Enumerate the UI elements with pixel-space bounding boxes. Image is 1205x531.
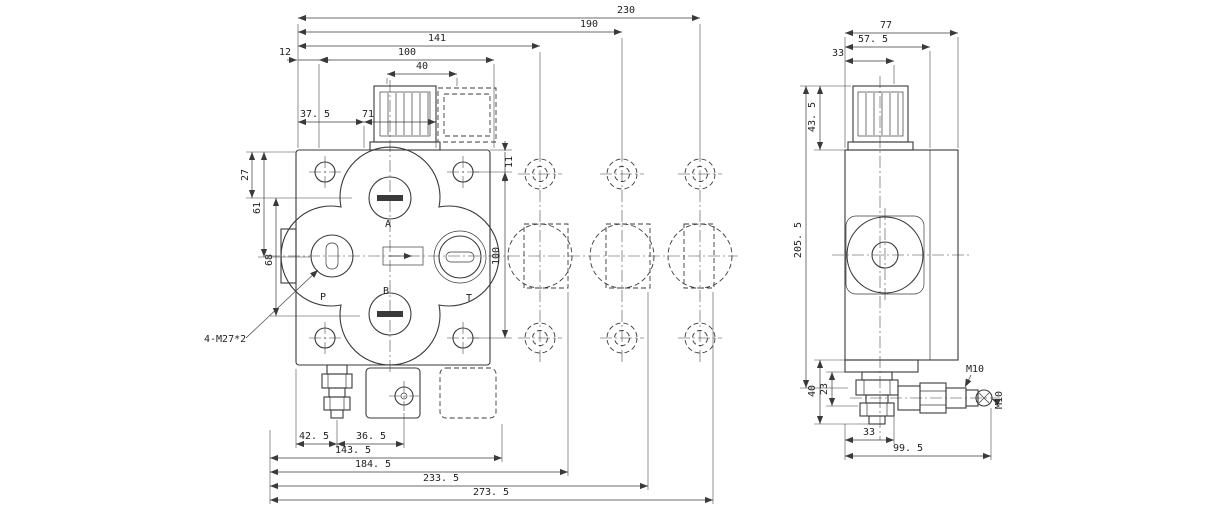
sdim-23: 23 xyxy=(819,371,858,407)
dim-label-61: 61 xyxy=(252,202,263,214)
dim-100-right: 100 xyxy=(473,172,512,339)
dim-label-57-5: 57. 5 xyxy=(858,34,888,45)
mounting-hole-bottom-left xyxy=(309,322,341,354)
dim-label-42-5: 42. 5 xyxy=(299,431,329,442)
port-b-label: B xyxy=(383,286,389,297)
note-leader-line xyxy=(245,269,319,339)
port-a: A xyxy=(368,176,412,230)
side-centerlines xyxy=(832,76,1000,440)
m10-callout-top: M10 xyxy=(964,364,984,388)
dim-label-40-side: 40 xyxy=(807,385,818,397)
phantom-section-3 xyxy=(667,150,733,362)
sdim-33-top: 33 xyxy=(832,48,895,84)
top-cap-alt-phantom xyxy=(437,87,497,143)
sdim-77: 77 xyxy=(844,20,959,148)
m10-top-label: M10 xyxy=(966,364,984,375)
dim-label-184-5: 184. 5 xyxy=(355,459,391,470)
dim-label-40: 40 xyxy=(416,61,428,72)
dim-label-205-5: 205. 5 xyxy=(793,222,804,258)
bottom-alt-block-phantom xyxy=(439,367,497,419)
phantom-section-2 xyxy=(589,150,655,362)
dim-label-71: 71 xyxy=(362,109,374,120)
dim-233-5: 233. 5 xyxy=(270,292,649,490)
port-p-label: P xyxy=(320,292,326,303)
dim-184-5: 184. 5 xyxy=(270,292,569,476)
m10-side-label: M10 xyxy=(994,391,1005,409)
dim-label-230: 230 xyxy=(617,5,635,16)
bottom-port-block xyxy=(365,367,421,419)
dim-label-273-5: 273. 5 xyxy=(473,487,509,498)
fitting-ball-end xyxy=(975,389,993,407)
side-port-boss xyxy=(845,215,925,295)
dim-273-5: 273. 5 xyxy=(270,292,714,504)
relief-valve-front xyxy=(321,364,353,419)
front-view: A P B T 4-M27*2 xyxy=(204,5,738,504)
dim-label-143-5: 143. 5 xyxy=(335,445,371,456)
outlet-fitting xyxy=(897,382,993,414)
dim-label-33-bottom: 33 xyxy=(863,427,875,438)
port-t-label: T xyxy=(466,293,472,304)
dim-40: 40 xyxy=(386,61,458,86)
dim-190: 190 xyxy=(298,19,623,150)
sdim-57-5: 57. 5 xyxy=(845,34,931,148)
dim-100-top: 100 xyxy=(319,47,495,148)
dim-label-43-5: 43. 5 xyxy=(807,102,818,132)
dim-68: 68 xyxy=(264,198,360,317)
dim-label-36-5: 36. 5 xyxy=(356,431,386,442)
dim-label-33-top: 33 xyxy=(832,48,844,59)
sdim-99-5: 99. 5 xyxy=(845,408,992,460)
port-p: P xyxy=(310,234,354,303)
dim-label-37-5: 37. 5 xyxy=(300,109,330,120)
dim-label-27: 27 xyxy=(240,169,251,181)
top-cap xyxy=(369,85,441,151)
side-view: M10 M10 77 57. 5 33 43. 5 xyxy=(793,20,1005,460)
dim-37-5-and-71: 37. 5 71 xyxy=(298,109,437,148)
m10-side-leader xyxy=(991,398,1001,406)
dim-141: 141 xyxy=(298,33,541,150)
dim-61: 61 xyxy=(252,152,310,258)
dim-label-23: 23 xyxy=(819,383,830,395)
dim-label-99-5: 99. 5 xyxy=(893,443,923,454)
note-label: 4-M27*2 xyxy=(204,334,246,345)
dim-36-5: 36. 5 xyxy=(337,413,405,448)
port-thread-note: 4-M27*2 xyxy=(204,269,319,345)
sdim-40: 40 xyxy=(807,359,869,425)
m10-top-leader xyxy=(964,374,972,388)
port-b: B xyxy=(368,286,412,336)
port-a-label: A xyxy=(385,219,391,230)
dim-label-100-top: 100 xyxy=(398,47,416,58)
dim-label-68: 68 xyxy=(264,254,275,266)
dim-42-5: 42. 5 xyxy=(295,369,338,448)
clover-boss xyxy=(280,146,500,366)
dim-label-12: 12 xyxy=(279,47,291,58)
mounting-hole-top-left xyxy=(309,156,341,188)
dim-label-77: 77 xyxy=(880,20,892,31)
flow-symbol xyxy=(382,246,424,266)
dim-label-141: 141 xyxy=(428,33,446,44)
m10-callout-side: M10 xyxy=(991,391,1005,409)
dim-label-190: 190 xyxy=(580,19,598,30)
dim-label-11: 11 xyxy=(504,156,515,168)
side-top-cap xyxy=(847,85,914,151)
port-t: T xyxy=(433,230,487,304)
dim-143-5: 143. 5 xyxy=(269,424,503,504)
sdim-205-5: 205. 5 xyxy=(793,86,848,389)
dim-label-233-5: 233. 5 xyxy=(423,473,459,484)
dim-label-100-right: 100 xyxy=(491,247,502,265)
